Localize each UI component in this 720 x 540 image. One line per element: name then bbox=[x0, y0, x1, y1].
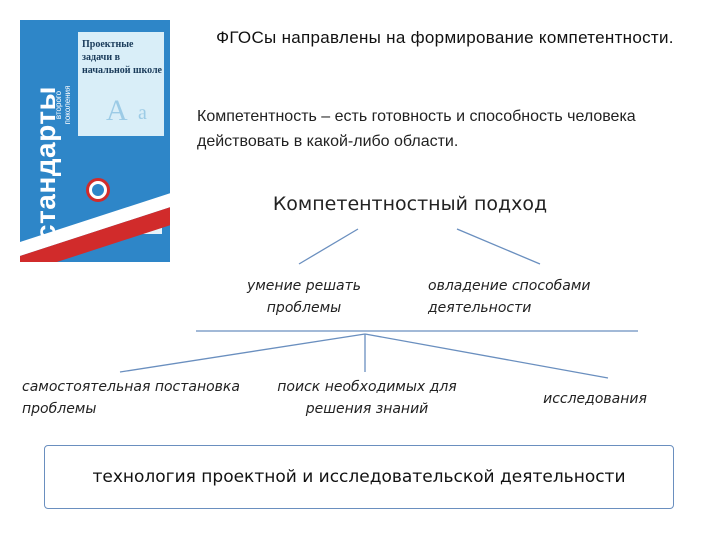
cover-letter-a: А bbox=[106, 94, 128, 127]
arrow-left bbox=[298, 228, 359, 265]
technology-box bbox=[44, 445, 674, 509]
technology-text: технология проектной и исследовательской… bbox=[92, 467, 626, 487]
branch-left bbox=[119, 333, 366, 373]
branch-right bbox=[364, 333, 609, 379]
page-title: ФГОСы направлены на формирование компете… bbox=[216, 28, 674, 47]
arrow-right bbox=[456, 228, 541, 265]
skill-activity-methods: овладение способами деятельности bbox=[428, 278, 591, 316]
publisher-logo-center bbox=[92, 184, 104, 196]
leaf-research: исследования bbox=[543, 391, 647, 407]
book-cover-image: Проектные задачи в начальной школе А а с… bbox=[20, 20, 170, 262]
definition-text: Компетентность – есть готовность и спосо… bbox=[197, 108, 636, 150]
skill-problem-solving: умение решать проблемы bbox=[246, 278, 362, 316]
cover-letter-a-small: а bbox=[138, 102, 147, 124]
leaf-knowledge-search: поиск необходимых для решения знаний bbox=[277, 379, 457, 417]
cover-panel-title: Проектные задачи в начальной школе bbox=[82, 39, 162, 76]
cover-panel bbox=[78, 32, 164, 136]
publisher-logo-icon bbox=[86, 178, 110, 202]
leaf-problem-setting: самостоятельная постановка проблемы bbox=[22, 379, 240, 417]
approach-heading: Компетентностный подход bbox=[272, 193, 548, 215]
